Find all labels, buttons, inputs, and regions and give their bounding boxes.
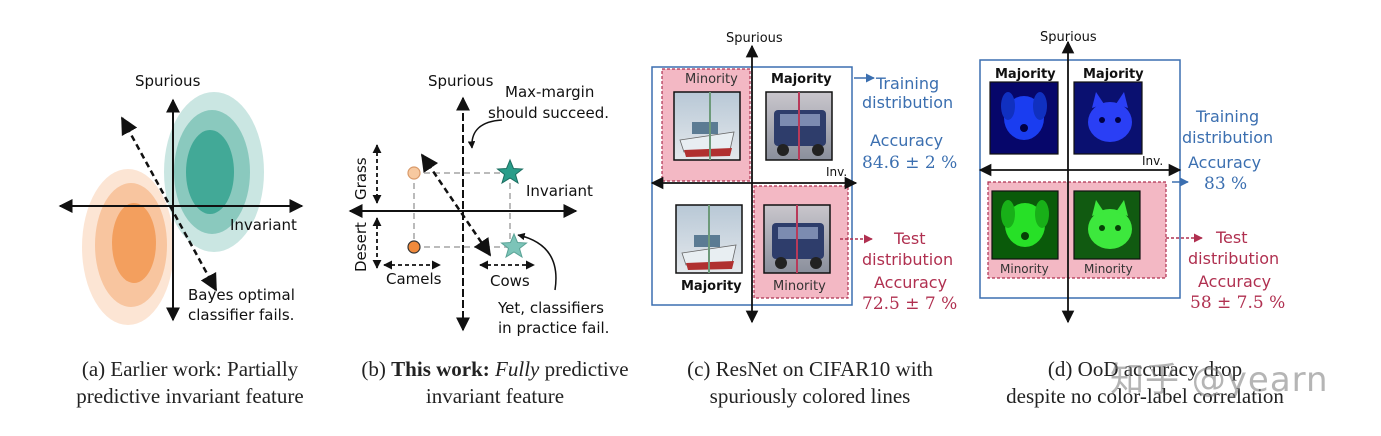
axis-label-spurious: Spurious (726, 31, 783, 46)
truck-image-bottom-right (763, 204, 831, 274)
panel-c: Spurious Inv. Minority Majority Majority… (640, 0, 970, 350)
label-cows: Cows (490, 272, 530, 290)
bottom-note-pointer (517, 232, 557, 291)
caption-b: (b) This work: Fully predictive invarian… (330, 356, 660, 410)
cow-desert-star (500, 232, 528, 259)
training-label-1: Training (875, 74, 939, 93)
label-camels: Camels (386, 270, 442, 288)
training-label-2: distribution (862, 93, 953, 112)
panel-d: Spurious Inv. Majority Majority Minority… (970, 0, 1290, 350)
blue-cat-image (1073, 81, 1143, 155)
cell-label-top-right: Majority (771, 72, 832, 87)
caption-d-line1: OoD accuracy drop (1077, 357, 1243, 381)
cell-label-top-right: Majority (1083, 67, 1144, 82)
ship-image-bottom-left (675, 204, 743, 274)
annotation-line-2: classifier fails. (188, 306, 294, 324)
label-grass: Grass (352, 157, 370, 200)
test-label-2: distribution (862, 250, 953, 269)
caption-d-line2: despite no color-label correlation (1006, 384, 1284, 408)
cow-grass-star (496, 158, 524, 185)
train-accuracy-value: 83 % (1204, 174, 1247, 194)
test-label-1: Test (1215, 228, 1248, 247)
camel-desert-point (407, 240, 421, 254)
panel-b: Spurious Invariant Grass Desert Camels C… (340, 0, 640, 350)
green-dog-image (991, 190, 1059, 260)
annotation-line-1: Bayes optimal (188, 286, 295, 304)
top-note-pointer (467, 119, 503, 149)
test-accuracy-value: 58 ± 7.5 % (1190, 293, 1285, 313)
train-accuracy-value: 84.6 ± 2 % (862, 153, 957, 173)
note-bottom-line-1: Yet, classifiers (497, 299, 604, 317)
cell-label-bottom-right: Minority (1084, 262, 1133, 276)
caption-c: (c) ResNet on CIFAR10 with spuriously co… (660, 356, 960, 410)
caption-b-bold: This work: (391, 357, 490, 381)
test-accuracy-label: Accuracy (1198, 272, 1271, 291)
test-label-2: distribution (1188, 249, 1279, 268)
caption-b-tag: (b) (361, 357, 386, 381)
panel-a-diagram: Spurious Invariant Bayes optimal classif… (58, 72, 304, 325)
note-top-line-2: should succeed. (488, 104, 609, 122)
bayes-classifier-line (120, 116, 218, 292)
caption-a-line2: predictive invariant feature (76, 384, 304, 408)
caption-c-line1: ResNet on CIFAR10 with (715, 357, 933, 381)
max-margin-line (420, 153, 492, 257)
caption-c-tag: (c) (687, 357, 711, 381)
watermark: 知乎 @yearn (1110, 360, 1329, 400)
green-cat-image (1073, 190, 1141, 260)
ship-image-top-left (673, 91, 741, 161)
training-label-1: Training (1195, 107, 1259, 126)
training-label-2: distribution (1182, 128, 1273, 147)
caption-d: (d) OoD accuracy drop despite no color-l… (975, 356, 1315, 410)
panel-d-diagram: Spurious Inv. Majority Majority Minority… (978, 30, 1285, 324)
panel-b-diagram: Spurious Invariant Grass Desert Camels C… (348, 72, 609, 337)
cell-label-bottom-left: Majority (681, 279, 742, 294)
axis-label-spurious: Spurious (135, 72, 201, 90)
cell-label-top-left: Minority (685, 72, 738, 87)
label-desert: Desert (352, 222, 370, 272)
train-accuracy-label: Accuracy (1188, 153, 1261, 172)
axis-label-inv: Inv. (826, 165, 847, 179)
camel-grass-point (407, 166, 421, 180)
caption-b-rest: predictive (544, 357, 629, 381)
cell-label-bottom-left: Minority (1000, 262, 1049, 276)
panel-c-diagram: Spurious Inv. Minority Majority Majority… (650, 31, 957, 324)
axis-label-invariant: Invariant (526, 182, 593, 200)
train-accuracy-label: Accuracy (870, 131, 943, 150)
note-top-line-1: Max-margin (505, 83, 594, 101)
test-accuracy-label: Accuracy (874, 273, 947, 292)
blue-dog-image (989, 81, 1059, 155)
panel-a: Spurious Invariant Bayes optimal classif… (40, 0, 330, 350)
test-accuracy-value: 72.5 ± 7 % (862, 294, 957, 314)
axis-label-spurious: Spurious (428, 72, 494, 90)
caption-a-line1: Earlier work: Partially (110, 357, 299, 381)
caption-a-tag: (a) (81, 357, 106, 381)
cell-label-top-left: Majority (995, 67, 1056, 82)
note-bottom-line-2: in practice fail. (498, 319, 609, 337)
truck-image-top-right (765, 91, 833, 161)
caption-c-line2: spuriously colored lines (709, 384, 911, 408)
test-label-1: Test (893, 229, 926, 248)
caption-d-tag: (d) (1047, 357, 1073, 381)
cell-label-bottom-right: Minority (773, 279, 826, 294)
axis-label-invariant: Invariant (230, 216, 297, 234)
axis-label-inv: Inv. (1142, 154, 1163, 168)
caption-b-italic: Fully (495, 357, 540, 381)
caption-a: (a) Earlier work: Partially predictive i… (40, 356, 340, 410)
axis-label-spurious: Spurious (1040, 30, 1097, 45)
caption-b-line2: invariant feature (425, 384, 565, 408)
orange-distribution (82, 169, 174, 325)
